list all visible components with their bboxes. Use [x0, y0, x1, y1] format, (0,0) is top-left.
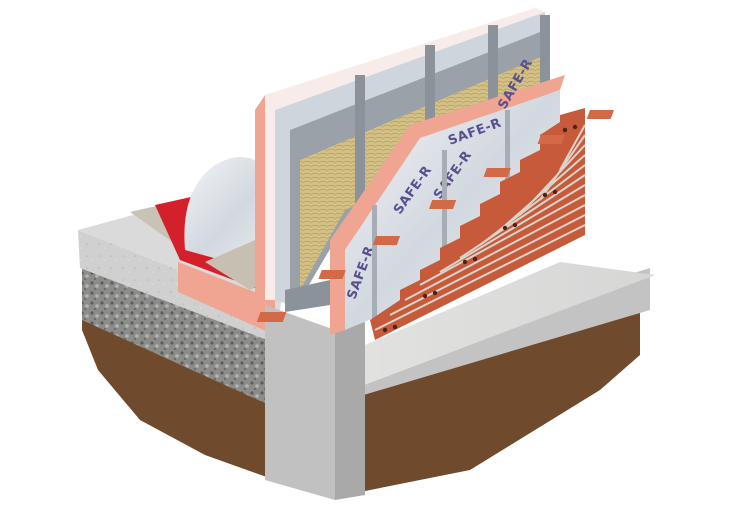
footing-side — [335, 322, 365, 500]
soil-right — [330, 300, 640, 495]
plasterboard-face — [265, 8, 545, 300]
pink-edge-board — [178, 262, 275, 335]
steel-bottom-track — [285, 280, 330, 312]
footing-block — [265, 305, 335, 500]
outer-slab-top — [318, 262, 655, 398]
brick-outer-leaf — [256, 108, 614, 340]
plasterboard-edge — [255, 95, 265, 305]
brick-tops — [256, 110, 614, 322]
wall-tie — [372, 205, 377, 325]
board-pink-edge — [330, 75, 565, 335]
brick-perforations — [382, 124, 578, 333]
wall-tie — [442, 150, 447, 290]
mortar-lines — [374, 124, 586, 331]
ground-right — [265, 262, 655, 500]
steel-stud — [355, 75, 365, 265]
plasterboard-layer — [255, 8, 545, 305]
vapour-foil — [275, 12, 545, 305]
steel-stud — [540, 15, 550, 125]
gravel-left — [82, 265, 280, 410]
steel-stud — [488, 25, 498, 165]
